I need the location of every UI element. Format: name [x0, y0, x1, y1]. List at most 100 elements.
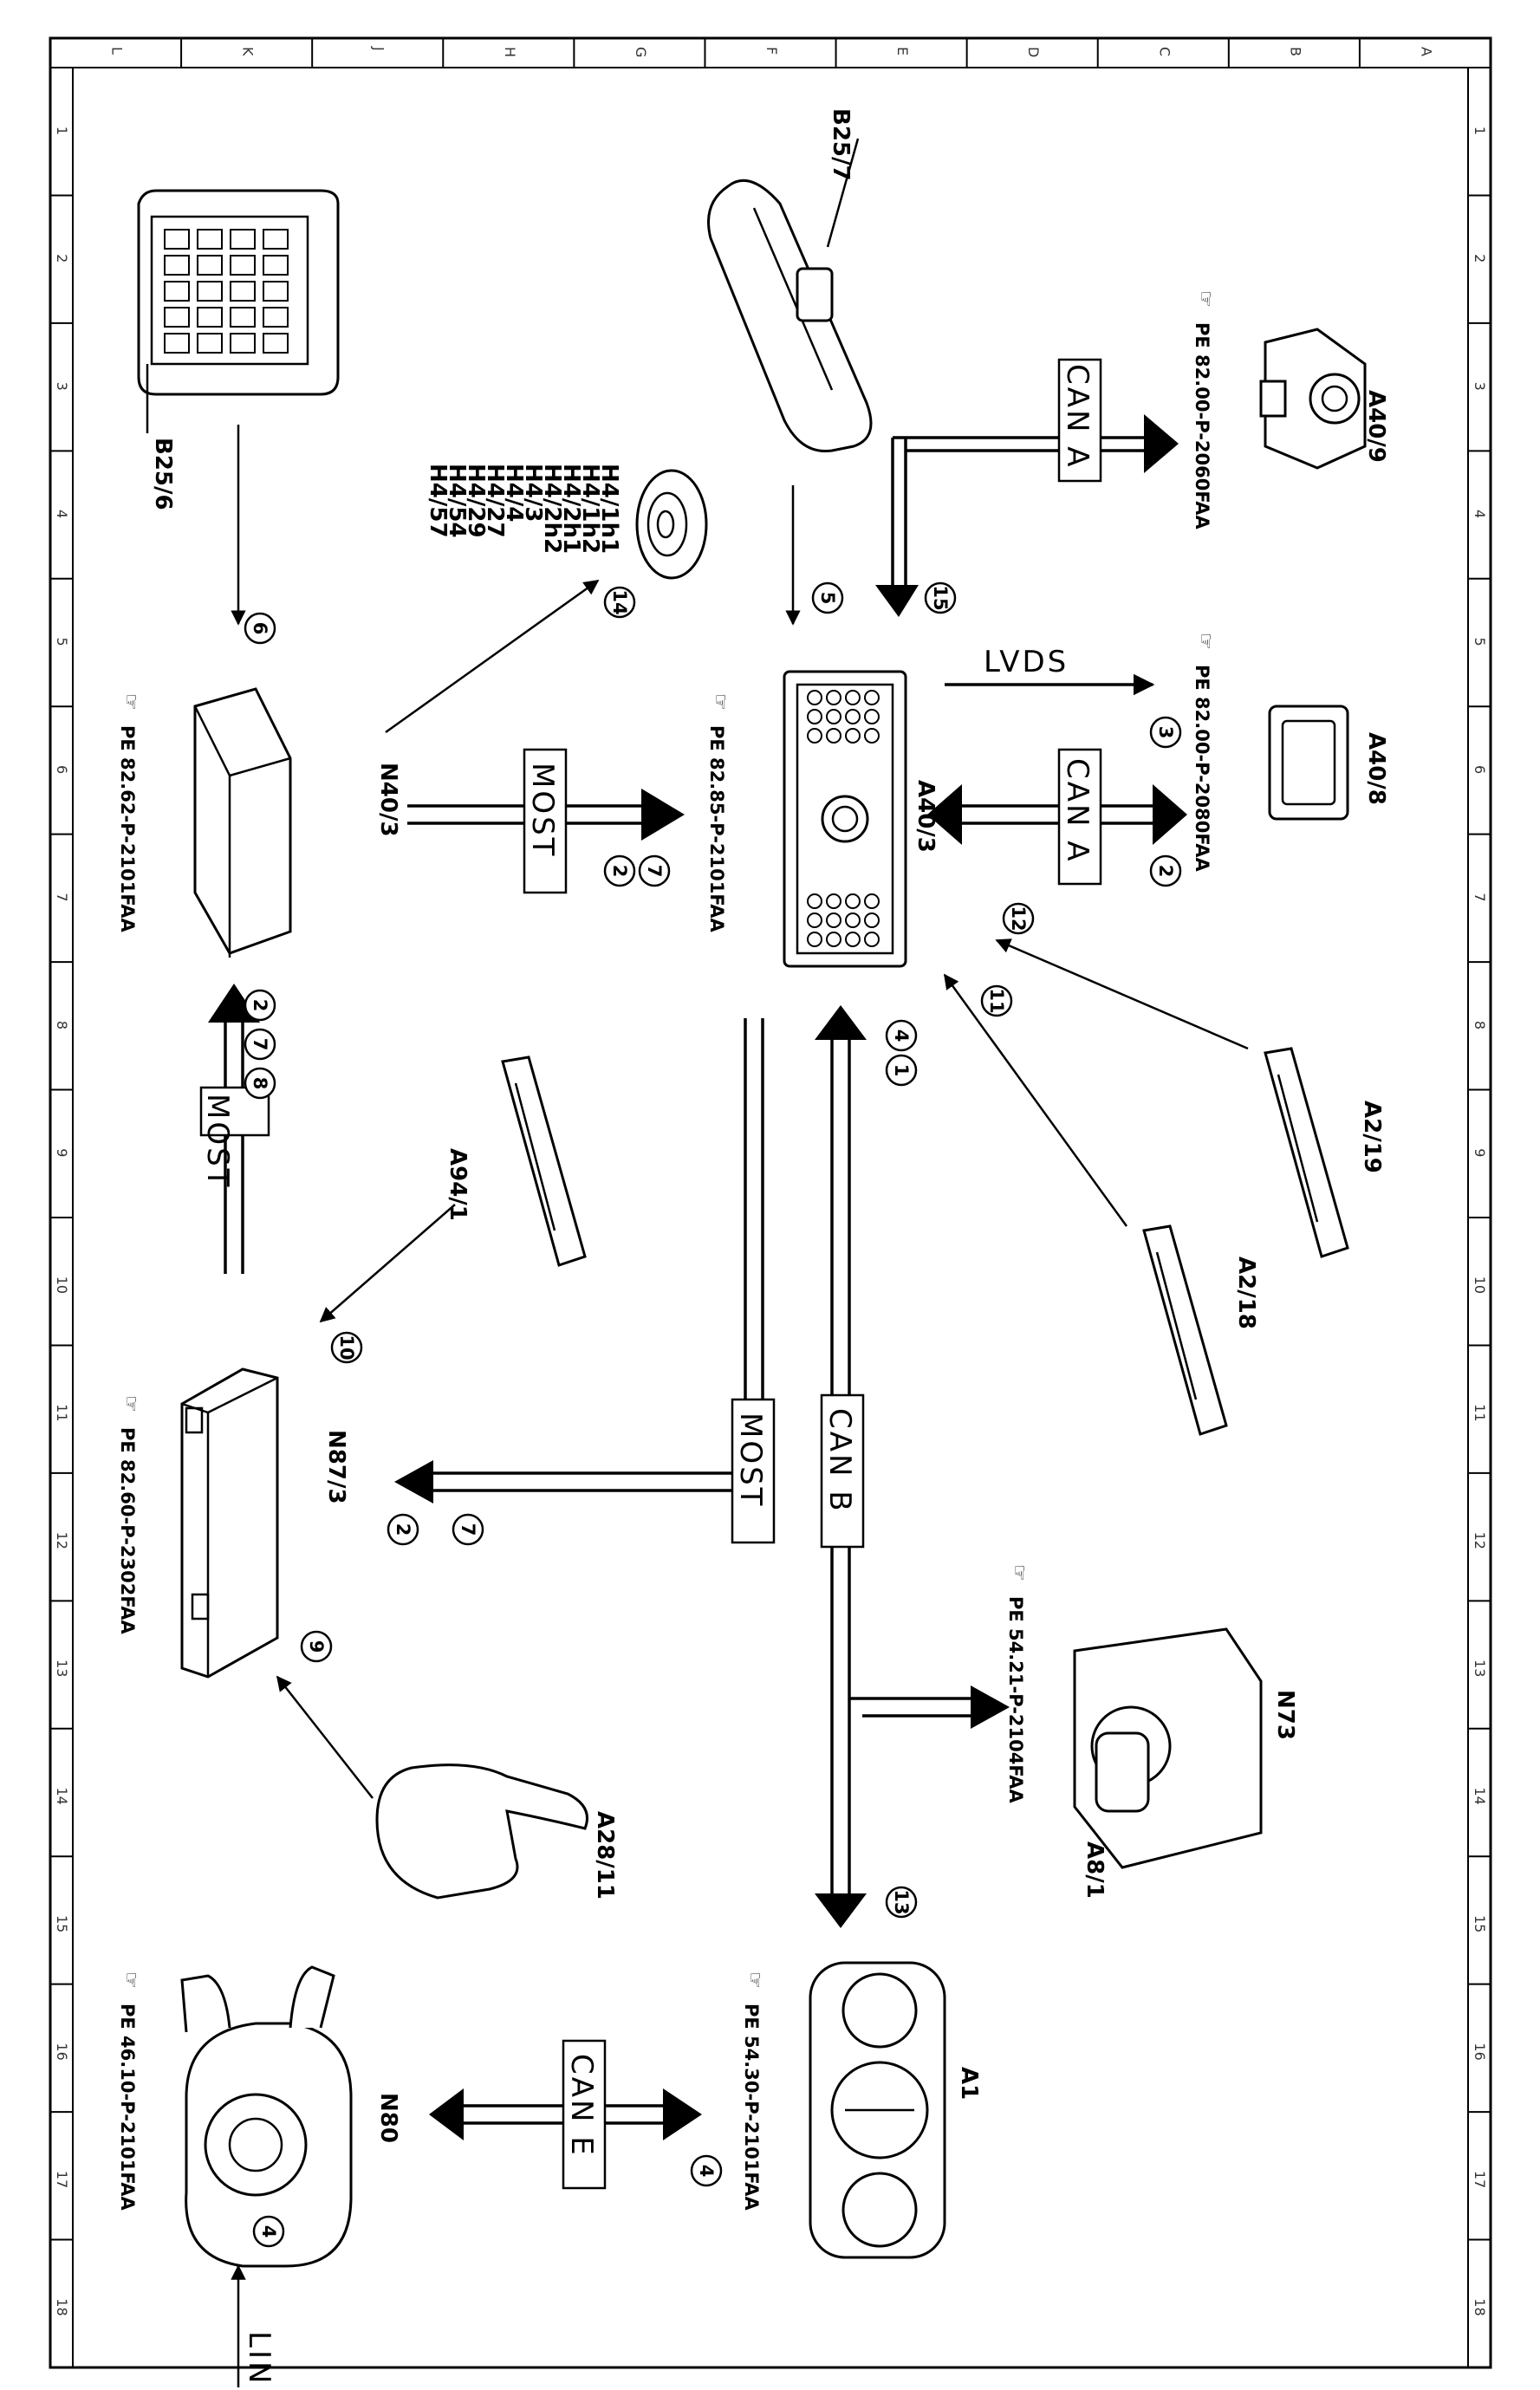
a2-18-component: A2/18	[1142, 1224, 1259, 1436]
marker-circle	[252, 2215, 285, 2248]
can-b-trunk: CAN B	[815, 1005, 1010, 1928]
b25-6-button	[197, 307, 223, 328]
a40-3-button	[845, 728, 861, 744]
speaker-label: H4/57	[425, 464, 451, 538]
a8-1-label: A8/1	[1082, 1841, 1108, 1899]
speaker-label: H4/1h1	[596, 464, 622, 554]
grid-row-label-left: 6	[54, 765, 70, 774]
marker-circle	[885, 1886, 918, 1919]
b25-7-component: B25/7	[707, 108, 873, 453]
a40-3-button	[864, 932, 880, 947]
marker-number: 7	[458, 1523, 478, 1536]
marker-number: 2	[250, 999, 270, 1012]
grid-row-label-right: 13	[1472, 1659, 1488, 1677]
grid-col-label: A	[1418, 47, 1434, 56]
grid-row-label-right: 9	[1472, 1148, 1488, 1157]
a94-1-component: A94/1	[445, 1055, 587, 1267]
n73-ref-icon: ☞	[1008, 1564, 1030, 1581]
grid-row-label-left: 17	[54, 2171, 70, 2188]
a40-3-component: A40/3 ☞ PE 82.85-P-2101FAA	[706, 670, 939, 968]
grid-row-label-left: 7	[54, 893, 70, 901]
marker-number: 7	[250, 1038, 270, 1051]
speaker-labels: H4/1h1H4/1h2H4/2h1H4/2h2H4/3H4/4H4/27H4/…	[425, 464, 622, 554]
grid-col-label: J	[371, 46, 387, 51]
lin-link: LIN	[231, 2264, 276, 2387]
b25-6-button	[263, 307, 289, 328]
n80-ref: PE 46.10-P-2101FAA	[117, 2004, 138, 2211]
marker-number: 14	[609, 589, 630, 614]
marker-number: 9	[306, 1640, 327, 1653]
marker-circle	[300, 1630, 333, 1663]
marker-number: 13	[891, 1889, 912, 1914]
a40-3-ref-icon: ☞	[709, 693, 731, 711]
b25-6-button	[230, 333, 256, 354]
a40-3-button	[807, 932, 822, 947]
a40-3-button	[826, 932, 841, 947]
n87-3-ref-icon: ☞	[120, 1395, 141, 1413]
b25-6-button	[197, 281, 223, 302]
grid-row-label-left: 4	[54, 510, 70, 518]
a40-8-ref: PE 82.00-P-2080FAA	[1192, 665, 1212, 873]
marker-number: 4	[696, 2165, 717, 2178]
a40-9-label: A40/9	[1363, 390, 1389, 463]
grid-row-label-left: 14	[54, 1788, 70, 1805]
n73-ref: PE 54.21-P-2104FAA	[1005, 1596, 1026, 1804]
marker-circle	[885, 1054, 918, 1087]
b25-6-button	[230, 281, 256, 302]
grid-row-label-right: 16	[1472, 2043, 1488, 2060]
a40-3-button	[845, 912, 861, 928]
grid-row-label-right: 7	[1472, 893, 1488, 901]
grid-row-label-right: 6	[1472, 765, 1488, 774]
grid-col-label: D	[1025, 47, 1042, 57]
most-link-n40-a40: MOST	[407, 748, 685, 894]
marker-number: 11	[986, 988, 1007, 1013]
marker-circle	[244, 989, 276, 1022]
a40-3-button	[864, 709, 880, 724]
lvds-label: LVDS	[984, 645, 1069, 679]
a2-19-arrow	[995, 938, 1249, 1050]
a40-3-button	[864, 893, 880, 909]
grid-row-label-right: 11	[1472, 1404, 1488, 1421]
grid-row-label-right: 3	[1472, 382, 1488, 391]
a40-3-ref: PE 82.85-P-2101FAA	[706, 725, 727, 933]
a28-11-component: A28/11	[375, 1763, 618, 1900]
a40-8-label: A40/8	[1363, 732, 1389, 805]
most-link-n87-n40: MOST	[199, 984, 270, 1274]
marker-number: 8	[250, 1077, 270, 1090]
grid-row-label-right: 14	[1472, 1788, 1488, 1805]
a40-3-button	[807, 690, 822, 705]
b25-6-button	[263, 333, 289, 354]
b25-6-button	[263, 255, 289, 276]
b25-6-button	[164, 255, 190, 276]
lin-label: LIN	[242, 2331, 276, 2386]
a94-1-arrow	[319, 1204, 456, 1323]
a1-label: A1	[956, 2067, 982, 2100]
marker-circle	[244, 1067, 276, 1100]
b25-6-button	[164, 333, 190, 354]
grid-row-label-right: 18	[1472, 2298, 1488, 2315]
marker-circle	[1002, 902, 1035, 935]
a40-3-button	[807, 709, 822, 724]
n73-component: N73 A8/1 ☞ PE 54.21-P-2104FAA	[1005, 1564, 1298, 1899]
a40-3-button	[807, 893, 822, 909]
a1-ref: PE 54.30-P-2101FAA	[741, 2004, 762, 2211]
a40-3-button	[845, 893, 861, 909]
marker-number: 10	[336, 1335, 357, 1360]
a40-3-button	[826, 893, 841, 909]
a40-3-button	[826, 912, 841, 928]
marker-circle	[638, 854, 671, 887]
n73-label: N73	[1272, 1690, 1298, 1740]
a40-3-buttons	[807, 690, 880, 947]
marker-number: 4	[258, 2225, 279, 2238]
grid-row-label-right: 15	[1472, 1915, 1488, 1932]
b25-6-component: B25/6	[137, 189, 340, 510]
n40-3-label: N40/3	[375, 763, 401, 837]
grid-col-label: K	[240, 47, 257, 56]
a2-18-arrow	[943, 973, 1128, 1227]
a40-3-button	[807, 912, 822, 928]
grid-row-label-right: 1	[1472, 127, 1488, 135]
marker-circle	[811, 581, 844, 614]
n80-component: N80 ☞ PE 46.10-P-2101FAA	[117, 1965, 401, 2268]
